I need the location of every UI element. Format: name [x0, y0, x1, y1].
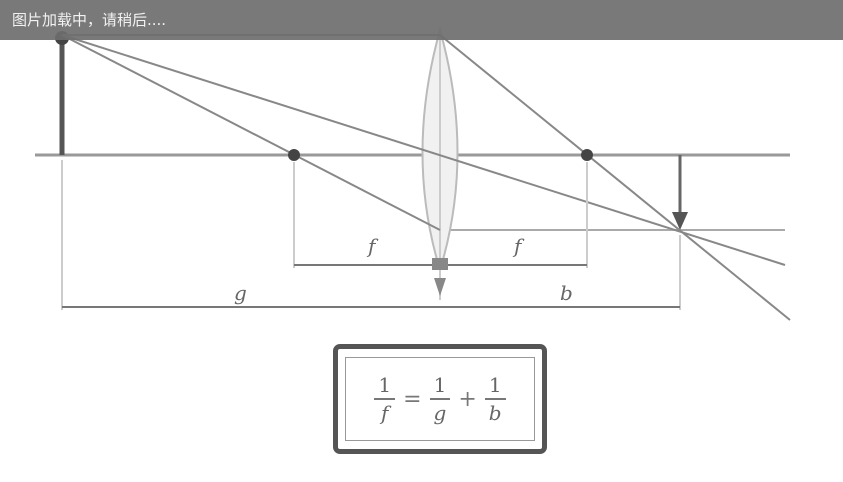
- label-b: b: [560, 281, 573, 305]
- fraction-denominator: f: [381, 401, 389, 425]
- ray-parallel-refracted: [439, 34, 791, 321]
- lens-formula-box: 1 f = 1 g + 1 b: [333, 344, 547, 454]
- fraction-denominator: b: [488, 401, 502, 425]
- ray-focal: [61, 34, 441, 231]
- focal-point-right: [581, 149, 593, 161]
- image-arrow-head: [672, 212, 688, 230]
- label-g: g: [234, 281, 247, 305]
- fraction-1-over-g: 1 g: [429, 372, 451, 426]
- loading-banner: 图片加载中，请稍后....: [0, 0, 843, 40]
- lens-foot: [432, 258, 448, 270]
- label-f-left: f: [366, 234, 379, 258]
- ray-center: [61, 34, 786, 266]
- focal-point-left: [288, 149, 300, 161]
- fraction-denominator: g: [433, 401, 447, 425]
- lens-marker: [434, 278, 446, 296]
- fraction-numerator: 1: [374, 372, 396, 400]
- lens-formula: 1 f = 1 g + 1 b: [345, 357, 535, 441]
- fraction-numerator: 1: [484, 372, 506, 400]
- fraction-1-over-f: 1 f: [374, 372, 396, 426]
- label-f-right: f: [512, 234, 525, 258]
- fraction-1-over-b: 1 b: [484, 372, 506, 426]
- plus-sign: +: [458, 386, 477, 412]
- equals-sign: =: [403, 386, 422, 412]
- fraction-numerator: 1: [429, 372, 451, 400]
